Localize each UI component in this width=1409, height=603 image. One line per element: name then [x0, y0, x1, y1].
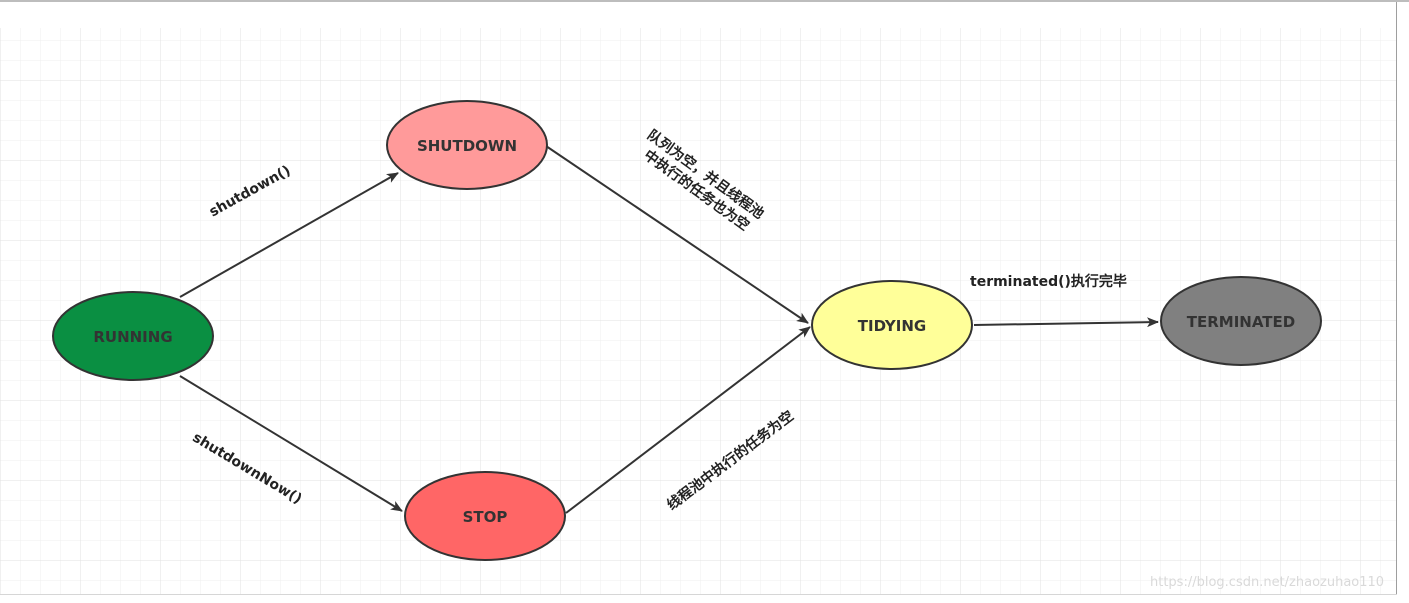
node-tidying: TIDYING	[811, 280, 973, 370]
node-stop-label: STOP	[463, 508, 508, 526]
node-running: RUNNING	[52, 291, 214, 381]
node-running-shape	[52, 291, 214, 381]
node-terminated-label: TERMINATED	[1187, 313, 1295, 331]
watermark-url: https://blog.csdn.net/zhaozuhao110	[1150, 575, 1385, 590]
right-border	[1396, 2, 1397, 594]
edge-running-shutdown	[179, 172, 399, 298]
node-tidying-shape	[811, 280, 973, 370]
edge-tidying-terminated	[973, 317, 1159, 328]
node-stop: STOP	[404, 471, 566, 561]
bottom-border	[0, 594, 1397, 595]
state-diagram: RUNNING SHUTDOWN STOP TIDYING TERMINATED…	[0, 28, 1396, 594]
edge-stop-tidying	[565, 326, 811, 514]
node-stop-shape	[404, 471, 566, 561]
node-terminated: TERMINATED	[1160, 276, 1322, 366]
node-shutdown-label: SHUTDOWN	[417, 137, 517, 155]
node-tidying-label: TIDYING	[858, 317, 926, 335]
node-running-label: RUNNING	[93, 328, 172, 346]
node-shutdown-shape	[386, 100, 548, 190]
node-shutdown: SHUTDOWN	[386, 100, 548, 190]
top-border	[0, 0, 1409, 2]
label-terminated-done: terminated()执行完毕	[970, 273, 1127, 290]
edge-shutdown-tidying	[545, 145, 809, 324]
node-terminated-shape	[1160, 276, 1322, 366]
edge-running-stop	[179, 375, 403, 512]
